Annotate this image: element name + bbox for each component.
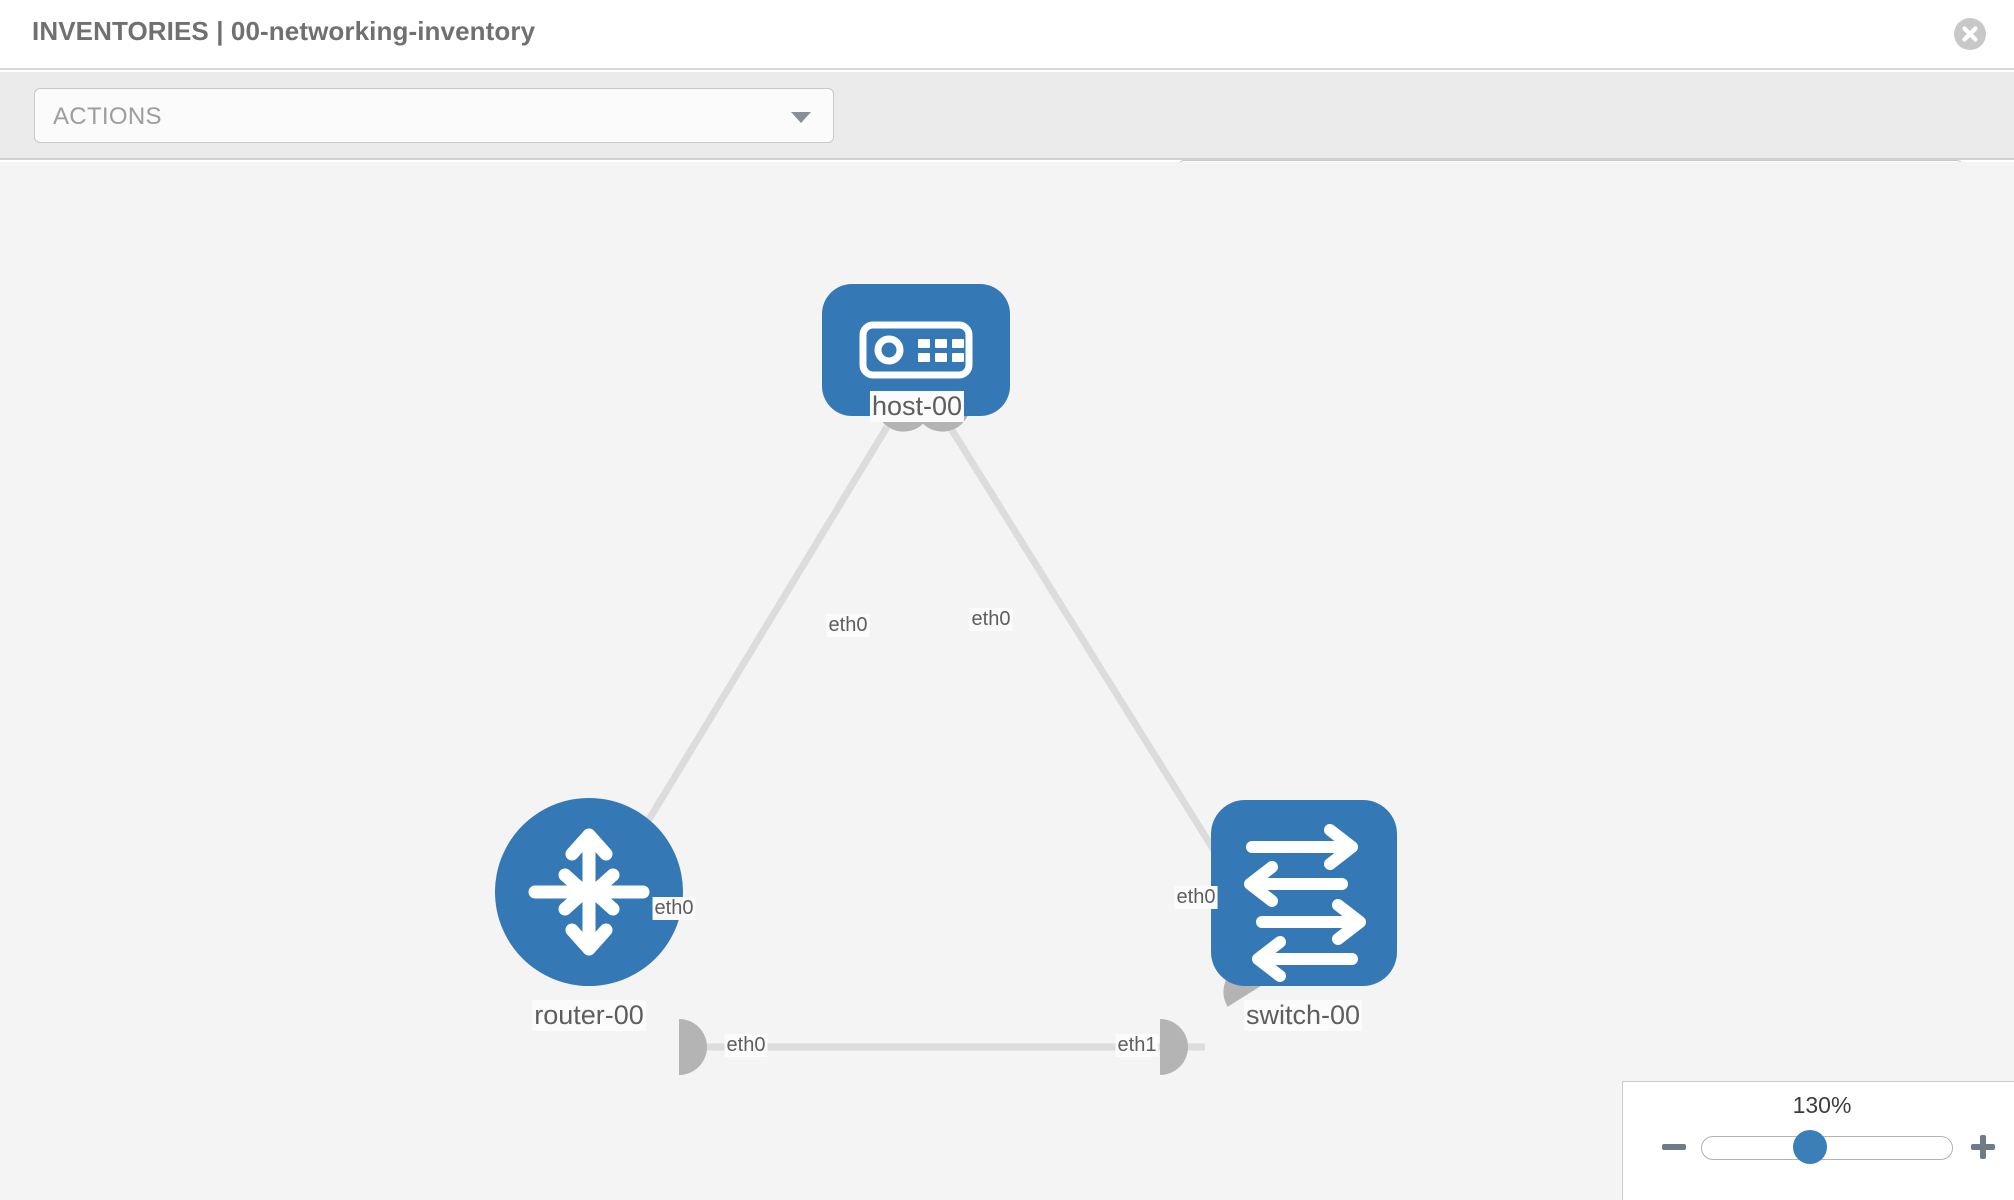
- topology-graph: [495, 284, 1397, 1075]
- plus-icon[interactable]: [1968, 1132, 1998, 1162]
- page-title: INVENTORIES | 00-networking-inventory: [32, 16, 536, 46]
- zoom-slider[interactable]: [1701, 1136, 1953, 1160]
- minus-icon[interactable]: [1659, 1132, 1689, 1162]
- zoom-control-panel: 130%: [1622, 1081, 2014, 1200]
- page-header: INVENTORIES | 00-networking-inventory: [0, 0, 2014, 70]
- node-switch-00[interactable]: [1211, 800, 1397, 986]
- edge-host-router: [602, 425, 890, 894]
- actions-dropdown[interactable]: ACTIONS: [34, 88, 834, 143]
- node-label-host-00: host-00: [869, 391, 965, 422]
- chevron-down-icon: [791, 111, 811, 123]
- zoom-slider-handle[interactable]: [1793, 1130, 1827, 1164]
- toolbar: ACTIONS SEARCH: [0, 72, 2014, 215]
- edge-label: eth0: [826, 614, 870, 637]
- edge-host-switch: [947, 425, 1243, 894]
- node-host-00[interactable]: [822, 284, 1010, 416]
- edge-label: eth1: [1115, 1034, 1159, 1057]
- edge-label: eth0: [724, 1034, 768, 1057]
- edge-label: eth0: [1174, 886, 1218, 909]
- node-label-switch-00: switch-00: [1243, 1000, 1363, 1031]
- topology-canvas[interactable]: host-00 router-00 switch-00 eth0 eth0 et…: [0, 162, 2014, 1200]
- zoom-percent-label: 130%: [1792, 1092, 1852, 1118]
- close-icon[interactable]: [1954, 18, 1986, 50]
- connector-stubs: [679, 390, 1276, 1075]
- node-label-router-00: router-00: [532, 1000, 646, 1031]
- edge-label: eth0: [969, 608, 1013, 631]
- actions-dropdown-label: ACTIONS: [53, 103, 162, 130]
- node-router-00[interactable]: [495, 798, 683, 986]
- edge-label: eth0: [652, 897, 696, 920]
